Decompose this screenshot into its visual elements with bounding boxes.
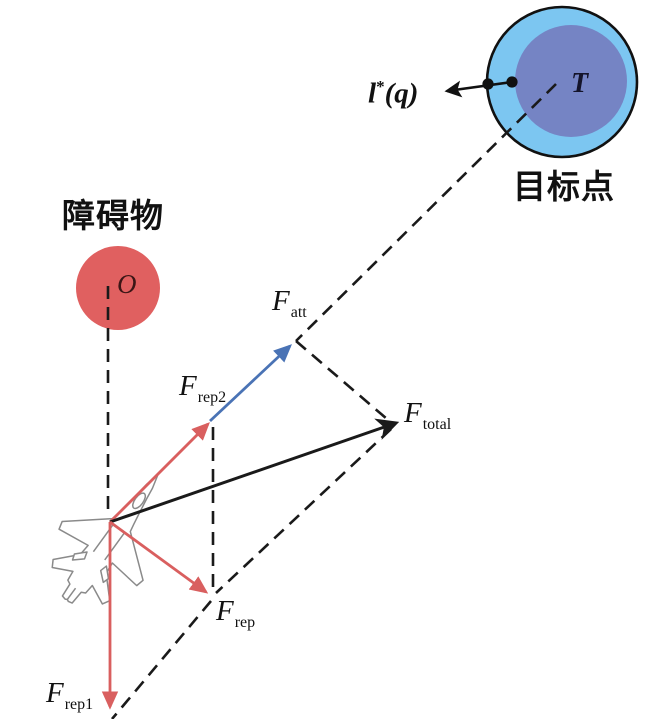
target-region	[485, 5, 639, 159]
target-caption-text: 目标点	[513, 170, 615, 206]
aircraft-nozzle-divider	[66, 587, 77, 600]
f-total-label: Ftotal	[404, 397, 452, 433]
f-rep2-base: F	[179, 370, 197, 402]
aircraft-tail-fin-left	[71, 551, 88, 561]
f-rep1-sub: rep1	[64, 696, 94, 713]
f-rep2-sub: rep2	[197, 389, 227, 406]
f-rep1-label: Frep1	[46, 677, 94, 713]
f-total-arrow	[109, 418, 400, 524]
f-rep-label: Frep	[216, 595, 256, 631]
f-att-base: F	[272, 285, 290, 317]
influence-radius-arrow	[444, 80, 513, 98]
rim-point-dot	[482, 78, 494, 90]
f-rep-base: F	[216, 595, 234, 627]
target-point-label: T	[571, 68, 588, 100]
target-line-of-sight-dashed	[295, 83, 557, 342]
obstacle-point-letter: O	[117, 269, 137, 299]
obstacle-caption: 障碍物	[62, 189, 164, 237]
lq-sup: *	[376, 77, 385, 96]
obstacle-point-label: O	[117, 269, 137, 300]
parallelogram-dashed-att-total	[295, 340, 395, 426]
f-att-arrow	[209, 344, 292, 423]
f-rep-sub: rep	[234, 614, 256, 631]
f-rep2-label: Frep2	[179, 370, 227, 406]
f-rep1-base: F	[46, 677, 64, 709]
f-att-sub: att	[290, 304, 307, 321]
obstacle-circle	[76, 246, 160, 330]
target-inner-circle	[515, 25, 627, 137]
parallelogram-dashed-total-rep	[215, 428, 392, 594]
aircraft	[51, 474, 159, 605]
lq-base: l	[368, 77, 377, 110]
inner-edge-dot	[506, 76, 518, 88]
f-rep-arrow	[109, 520, 209, 594]
aircraft-body	[51, 474, 159, 605]
lq-args: (q)	[384, 77, 419, 110]
target-point-letter: T	[571, 68, 589, 99]
obstacle-caption-text: 障碍物	[62, 199, 164, 235]
target-caption: 目标点	[513, 160, 615, 208]
aircraft-tail-fin-right	[99, 565, 110, 584]
aircraft-nacelle-line-right	[104, 531, 126, 561]
f-rep2-arrow	[109, 422, 210, 523]
f-total-base: F	[404, 397, 422, 429]
influence-radius-label: l*(q)	[368, 77, 418, 111]
construction-dashed-lines	[111, 83, 557, 719]
parallelogram-dashed-rep-rep1	[111, 600, 212, 719]
f-total-sub: total	[422, 416, 452, 433]
f-att-label: Fatt	[272, 285, 307, 321]
